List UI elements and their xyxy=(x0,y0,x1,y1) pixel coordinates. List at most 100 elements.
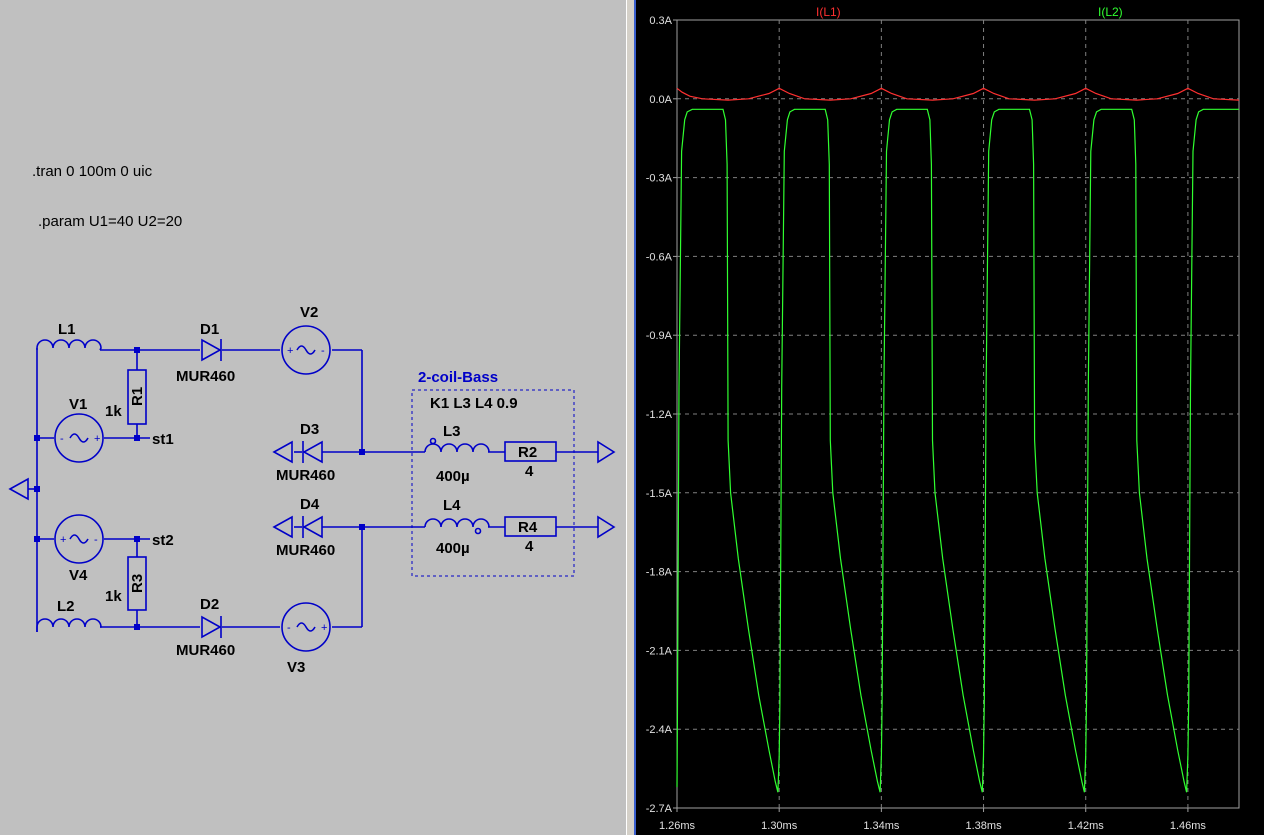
source-v4[interactable]: + - V4 xyxy=(54,514,104,584)
inductor-l1-icon xyxy=(36,339,102,351)
r3-value: 1k xyxy=(105,588,122,605)
d4-port-flag-icon[interactable] xyxy=(272,515,293,539)
resistor-r4[interactable]: R4 4 xyxy=(504,516,557,555)
net-label-st1[interactable]: st1 xyxy=(152,431,174,448)
param-directive[interactable]: .param U1=40 U2=20 xyxy=(38,213,182,230)
d2-label: D2 xyxy=(200,596,219,613)
pane-splitter[interactable] xyxy=(626,0,636,835)
r3-label: R3 xyxy=(129,574,146,593)
d3-port-flag-icon[interactable] xyxy=(272,440,293,464)
d1-label: D1 xyxy=(200,321,219,338)
y-tick-label: -0.6A xyxy=(646,251,673,263)
ground-port-icon[interactable] xyxy=(8,477,29,501)
d1-model: MUR460 xyxy=(176,368,235,385)
svg-text:+: + xyxy=(60,534,66,546)
y-tick-label: -1.8A xyxy=(646,567,673,579)
y-tick-label: -2.7A xyxy=(646,803,673,815)
r1-label: R1 xyxy=(129,387,146,406)
svg-text:-: - xyxy=(94,534,98,546)
diode-d4[interactable]: D4 MUR460 xyxy=(276,496,335,559)
r2-port-flag-icon[interactable] xyxy=(597,440,616,464)
junctions xyxy=(34,347,365,630)
y-tick-label: -2.1A xyxy=(646,645,673,657)
trace-il1[interactable] xyxy=(676,87,1240,101)
y-tick-label: -0.3A xyxy=(646,173,673,185)
resistor-r2[interactable]: R2 4 xyxy=(504,441,557,480)
inductor-l2-icon xyxy=(36,618,102,632)
l3-value: 400µ xyxy=(436,468,470,485)
diode-d3[interactable]: D3 MUR460 xyxy=(276,421,335,484)
inductor-l1[interactable]: L1 xyxy=(36,321,102,351)
ac-source-v4-icon: + - xyxy=(54,514,104,564)
l2-label: L2 xyxy=(57,598,75,615)
ac-source-v3-icon: - + xyxy=(281,602,331,652)
resistor-r3-icon xyxy=(127,556,147,611)
diode-d1[interactable]: D1 MUR460 xyxy=(176,321,235,385)
schematic-editor[interactable]: .tran 0 100m 0 uic .param U1=40 U2=20 xyxy=(0,0,626,835)
l4-value: 400µ xyxy=(436,540,470,557)
d2-model: MUR460 xyxy=(176,642,235,659)
grid xyxy=(677,20,1239,808)
diode-d4-icon xyxy=(302,515,323,539)
subcircuit-box xyxy=(411,389,575,577)
y-tick-label: -1.5A xyxy=(646,488,673,500)
diode-d3-icon xyxy=(302,440,323,464)
l4-label: L4 xyxy=(443,497,461,514)
legend-entry[interactable]: I(L2) xyxy=(1098,5,1123,19)
v3-label: V3 xyxy=(287,659,305,676)
ac-source-v2-icon: + - xyxy=(281,325,331,375)
resistor-r2-icon xyxy=(504,441,557,462)
subcircuit-title: 2-coil-Bass xyxy=(418,369,498,386)
svg-text:-: - xyxy=(287,622,291,634)
source-v1[interactable]: - + V1 xyxy=(54,396,104,463)
inductor-l4-icon xyxy=(424,518,490,528)
d3-label: D3 xyxy=(300,421,319,438)
diode-d2-icon xyxy=(201,615,222,639)
diode-d1-icon xyxy=(201,338,222,362)
r1-value: 1k xyxy=(105,403,122,420)
v4-label: V4 xyxy=(69,567,88,584)
y-tick-label: 0.3A xyxy=(649,15,672,27)
coupling-directive[interactable]: K1 L3 L4 0.9 xyxy=(430,395,518,412)
v2-label: V2 xyxy=(300,304,318,321)
x-tick-label: 1.42ms xyxy=(1068,820,1105,832)
d3-model: MUR460 xyxy=(276,467,335,484)
r4-port-flag-icon[interactable] xyxy=(597,515,616,539)
legend: I(L1) I(L2) xyxy=(816,5,1123,19)
net-label-st2[interactable]: st2 xyxy=(152,532,174,549)
resistor-r4-icon xyxy=(504,516,557,537)
inductor-l3[interactable]: L3 400µ xyxy=(424,423,490,485)
legend-entry[interactable]: I(L1) xyxy=(816,5,841,19)
coil-subcircuit[interactable]: 2-coil-Bass K1 L3 L4 0.9 L3 400µ L4 400µ… xyxy=(411,369,575,577)
resistor-r1[interactable]: R1 1k xyxy=(105,369,147,425)
l3-label: L3 xyxy=(443,423,461,440)
diode-d2[interactable]: D2 MUR460 xyxy=(176,596,235,659)
v1-label: V1 xyxy=(69,396,87,413)
y-tick-label: 0.0A xyxy=(649,94,672,106)
svg-text:-: - xyxy=(60,433,64,445)
inductor-l2[interactable]: L2 xyxy=(36,598,102,632)
d4-label: D4 xyxy=(300,496,320,513)
trace-il2[interactable] xyxy=(676,108,1239,793)
source-v2[interactable]: + - V2 xyxy=(281,304,331,375)
waveform-plot[interactable]: 0.3A 0.0A -0.3A -0.6A -0.9A -1.2A -1.5A -1.8A -2… xyxy=(636,0,1264,835)
svg-text:+: + xyxy=(94,433,100,445)
resistor-r3[interactable]: R3 1k xyxy=(105,556,147,611)
r2-value: 4 xyxy=(525,463,534,480)
y-tick-label: -1.2A xyxy=(646,409,673,421)
inductor-l3-icon xyxy=(424,443,490,453)
y-tick-label: -0.9A xyxy=(646,330,673,342)
ac-source-v1-icon: - + xyxy=(54,413,104,463)
source-v3[interactable]: - + V3 xyxy=(281,602,331,676)
inductor-l4[interactable]: L4 400µ xyxy=(424,497,490,557)
svg-text:-: - xyxy=(321,345,325,357)
waveform-viewer[interactable]: 0.3A 0.0A -0.3A -0.6A -0.9A -1.2A -1.5A -1.8A -2… xyxy=(636,0,1264,835)
x-tick-label: 1.26ms xyxy=(659,820,696,832)
tran-directive[interactable]: .tran 0 100m 0 uic xyxy=(32,163,153,180)
x-tick-label: 1.34ms xyxy=(863,820,900,832)
schematic-canvas[interactable]: .tran 0 100m 0 uic .param U1=40 U2=20 xyxy=(0,0,626,835)
r4-value: 4 xyxy=(525,538,534,555)
x-tick-label: 1.38ms xyxy=(966,820,1003,832)
resistor-r1-icon xyxy=(127,369,147,425)
